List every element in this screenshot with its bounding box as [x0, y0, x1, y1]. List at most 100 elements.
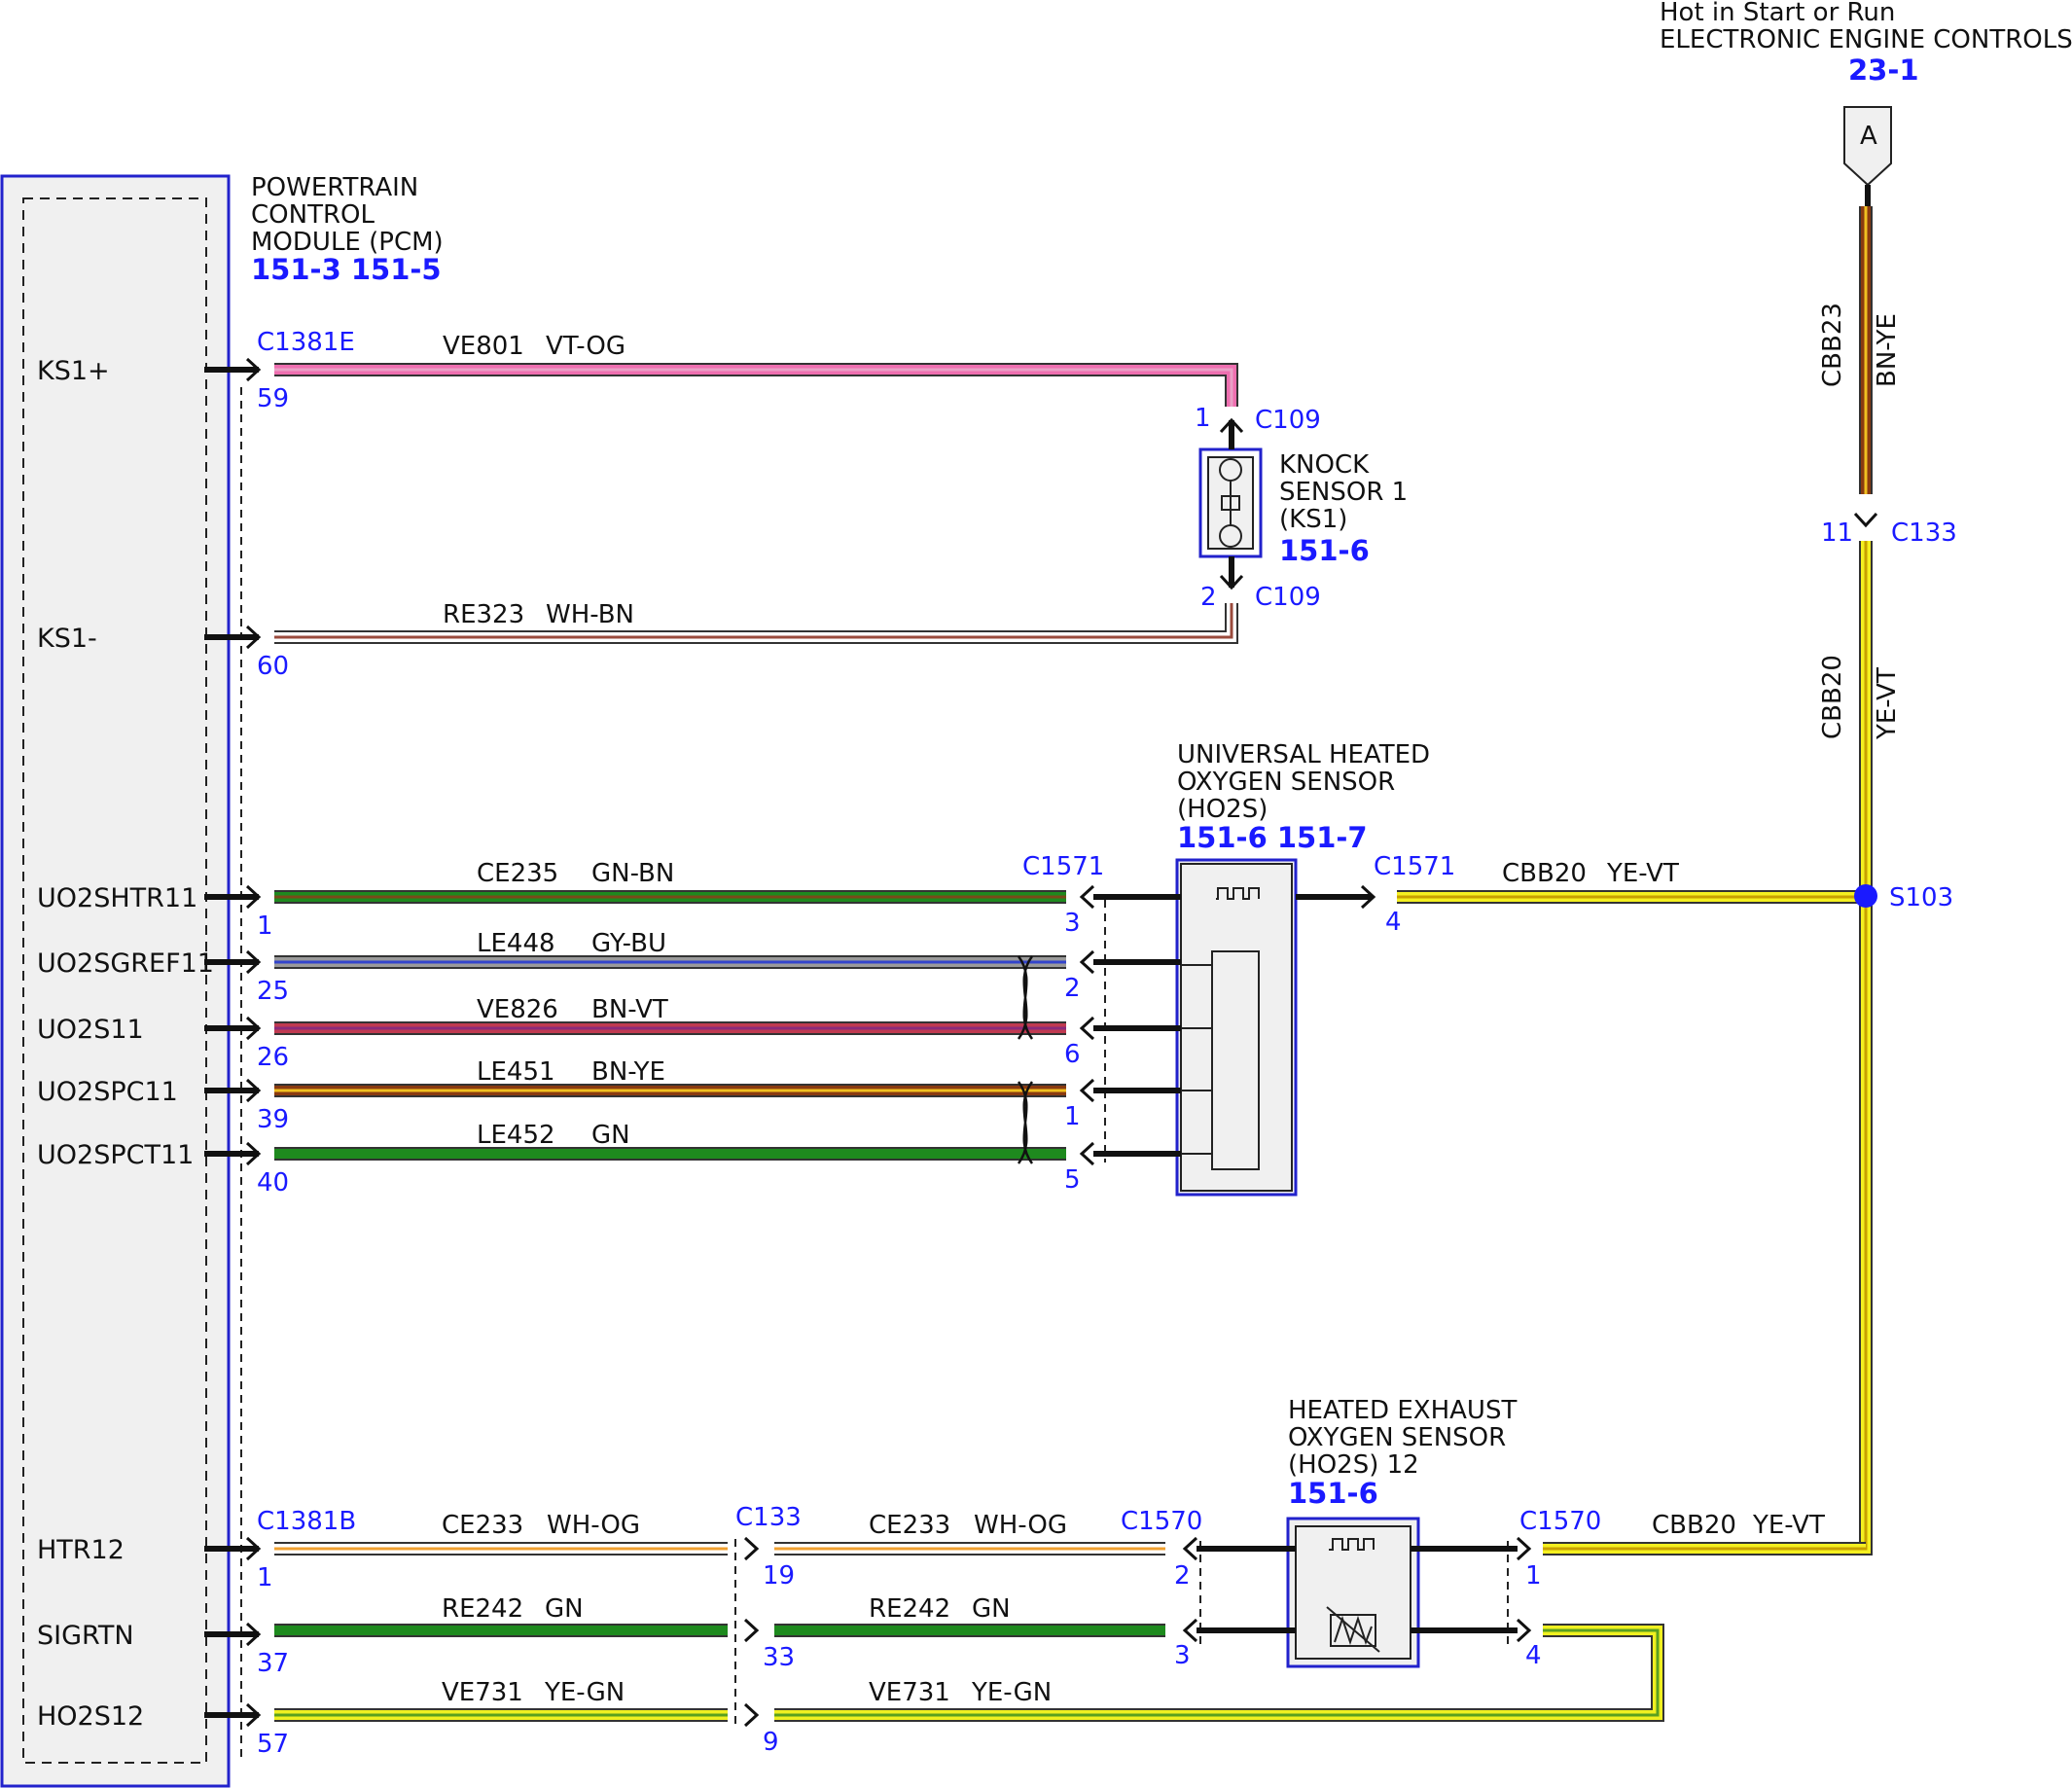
- pcm-pin-number-4: 26: [257, 1043, 289, 1072]
- wire-circuit-w_htr12_a: CE233: [442, 1511, 523, 1540]
- knock-connector-bottom: C109: [1255, 583, 1321, 612]
- wire-circuit-w_cbb20_he: CBB20: [1652, 1511, 1736, 1540]
- pcm-terminal-arrow-5: [245, 1078, 262, 1103]
- wire-color-w_ks1p: VT-OG: [546, 332, 625, 361]
- pcm-title-3: MODULE (PCM): [251, 228, 444, 257]
- wire-color-w_htr12_b: WH-OG: [974, 1511, 1067, 1540]
- pcm-pin-number-8: 37: [257, 1649, 289, 1678]
- pcm-pin-ks1: KS1-: [37, 624, 97, 654]
- knock-title-2: SENSOR 1: [1279, 478, 1408, 507]
- knock-title-1: KNOCK: [1279, 450, 1370, 480]
- heo2s-pin-left-2: 2: [1174, 1561, 1191, 1591]
- wire-w_ho2s_b[interactable]: [774, 1624, 1664, 1722]
- wire-circuit-w_gref: LE448: [477, 929, 555, 958]
- wire-color-w_cbb20_uh: YE-VT: [1606, 859, 1679, 888]
- wire-color-w_htr11: GN-BN: [591, 859, 674, 888]
- wire-w_ks1p[interactable]: [274, 363, 1238, 407]
- wire-circuit-w_cbb20_uh: CBB20: [1502, 859, 1587, 888]
- connector-c133-inline: C133: [735, 1503, 802, 1532]
- heo2s-left-terminal-top: [1182, 1536, 1198, 1561]
- source-line2: ELECTRONIC ENGINE CONTROLS: [1660, 25, 2072, 54]
- pcm-pin-number-6: 40: [257, 1168, 289, 1198]
- knock-title-3: (KS1): [1279, 505, 1347, 534]
- pcm-pin-uo2s11: UO2S11: [37, 1015, 144, 1045]
- wire-w_ks1m[interactable]: [274, 603, 1238, 644]
- c133-top-pin: 11: [1821, 519, 1853, 548]
- pcm-terminal-arrow-1: [245, 625, 262, 650]
- wire-circuit-w_ho2s_b: VE731: [869, 1678, 950, 1707]
- heo2s-left-terminal-bottom: [1182, 1618, 1198, 1643]
- heo2s-connector-right: C1570: [1519, 1507, 1601, 1536]
- pcm-title-2: CONTROL: [251, 200, 375, 230]
- wire-color-w_cbb23: BN-YE: [1873, 313, 1902, 387]
- uho2s-right-terminal: [1360, 884, 1376, 910]
- heo2s-pin-left-3: 3: [1174, 1641, 1191, 1670]
- heo2s-title-1: HEATED EXHAUST: [1288, 1396, 1517, 1425]
- wire-circuit-w_sig_a: RE242: [442, 1594, 523, 1624]
- uho2s-internal-leads: [1181, 964, 1212, 1155]
- wire-circuit-w_cbb23: CBB23: [1818, 303, 1847, 387]
- heo2s-thermistor-slash: [1326, 1606, 1380, 1653]
- wire-color-w_s11: BN-VT: [591, 995, 668, 1024]
- source-ref[interactable]: 23-1: [1848, 54, 1919, 87]
- wire-circuit-w_ks1p: VE801: [443, 332, 524, 361]
- wire-circuit-w_cbb20_v: CBB20: [1818, 655, 1847, 739]
- heo2s-heater-icon: [1329, 1538, 1375, 1551]
- wire-color-w_pc11: BN-YE: [591, 1057, 665, 1087]
- wire-color-w_cbb20_he: YE-VT: [1752, 1511, 1825, 1540]
- pcm-pin-number-0: 59: [257, 384, 289, 413]
- wire-color-w_ho2s_b: YE-GN: [971, 1678, 1052, 1707]
- twisted-pair-icon-2: [1017, 1081, 1034, 1164]
- pcm-terminal-arrow-4: [245, 1016, 262, 1041]
- heo2s-right-terminal-top: [1516, 1536, 1532, 1561]
- pcm-pin-number-5: 39: [257, 1105, 289, 1134]
- pcm-pin-number-2: 1: [257, 912, 273, 941]
- c133-inline-pin-1: 33: [763, 1643, 795, 1672]
- heated-exhaust-ho2s: HEATED EXHAUST OXYGEN SENSOR (HO2S) 12 1…: [1121, 1396, 1601, 1670]
- heo2s-outline: [1286, 1517, 1420, 1668]
- pcm-pin-sigrtn: SIGRTN: [37, 1621, 134, 1651]
- c133-inline-pin-0: 19: [763, 1561, 795, 1591]
- splice-s103-dot[interactable]: [1854, 884, 1877, 908]
- source-line1: Hot in Start or Run: [1660, 0, 1895, 27]
- wire-color-w_gref: GY-BU: [591, 929, 666, 958]
- knock-sensor-body: [1207, 456, 1254, 550]
- uho2s-connector-right: C1571: [1374, 852, 1455, 881]
- pcm-module: POWERTRAIN CONTROL MODULE (PCM) 151-3 15…: [0, 173, 444, 1788]
- knock-sensor: KNOCK SENSOR 1 (KS1) 151-6 C109 C109 1 2: [1195, 404, 1408, 612]
- wire-circuit-w_ho2s_a: VE731: [442, 1678, 523, 1707]
- wires-layer: [274, 206, 1873, 1722]
- wire-circuit-w_sig_b: RE242: [869, 1594, 950, 1624]
- knock-ref[interactable]: 151-6: [1279, 534, 1370, 567]
- uho2s-pin-6: 6: [1064, 1040, 1081, 1069]
- source-connector-letter: A: [1860, 122, 1877, 151]
- universal-ho2s: UNIVERSAL HEATED OXYGEN SENSOR (HO2S) 15…: [1022, 740, 1455, 1197]
- pcm-pin-uo2spct11: UO2SPCT11: [37, 1140, 194, 1170]
- pcm-terminal-arrow-2: [245, 884, 262, 910]
- heo2s-title-2: OXYGEN SENSOR: [1288, 1423, 1506, 1452]
- wire-color-w_ho2s_a: YE-GN: [544, 1678, 625, 1707]
- pcm-refs[interactable]: 151-3 151-5: [251, 253, 442, 286]
- heo2s-ref[interactable]: 151-6: [1288, 1477, 1378, 1510]
- uho2s-refs[interactable]: 151-6 151-7: [1177, 821, 1368, 854]
- uho2s-connector-left: C1571: [1022, 852, 1104, 881]
- heo2s-title-3: (HO2S) 12: [1288, 1450, 1419, 1480]
- pcm-pin-number-9: 57: [257, 1730, 289, 1759]
- uho2s-terminal-3: [1079, 1078, 1095, 1103]
- c133-inline-terminal-2: [743, 1702, 760, 1728]
- uho2s-pin-2: 2: [1064, 974, 1081, 1003]
- pcm-pin-htr12: HTR12: [37, 1535, 125, 1565]
- uho2s-title-3: (HO2S): [1177, 795, 1268, 824]
- pcm-pin-ho2s12: HO2S12: [37, 1701, 144, 1732]
- knock-connector-top: C109: [1255, 406, 1321, 435]
- heo2s-connector-left: C1570: [1121, 1507, 1202, 1536]
- wire-color-w_pct11: GN: [591, 1121, 630, 1150]
- pcm-pin-number-7: 1: [257, 1563, 273, 1592]
- pcm-pin-uo2spc11: UO2SPC11: [37, 1077, 178, 1107]
- pcm-terminal-arrow-7: [245, 1536, 262, 1561]
- heo2s-body: [1295, 1525, 1411, 1660]
- wire-color-w_ks1m: WH-BN: [546, 600, 634, 629]
